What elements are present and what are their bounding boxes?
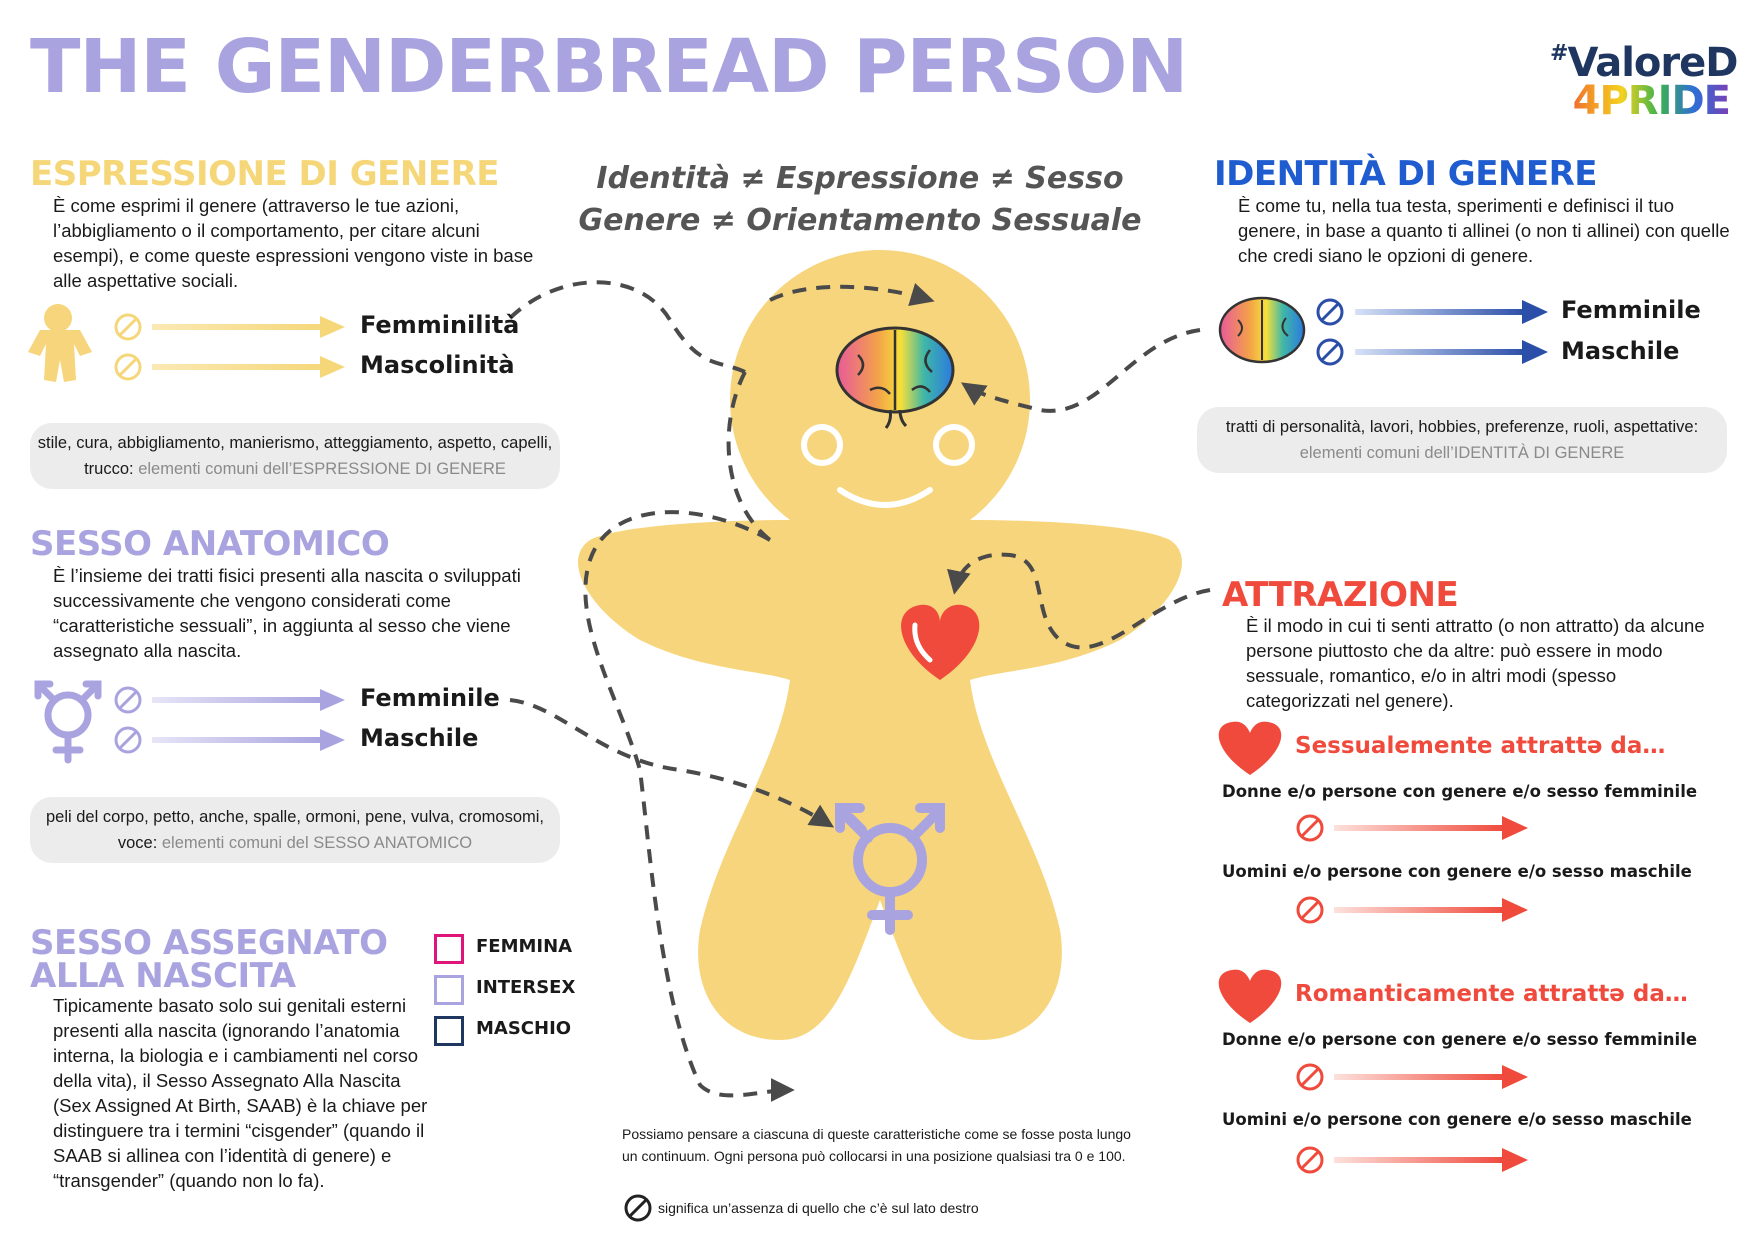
romanticamente-heading: Romanticamente attrattə da… [1295, 981, 1688, 1007]
heart-icon [901, 604, 980, 680]
transgender-symbol-icon [835, 803, 945, 935]
continuum-note: Possiamo pensare a ciascuna di queste ca… [622, 1126, 1131, 1164]
espressione-elements-pill: stile, cura, abbigliamento, manierismo, … [30, 423, 560, 489]
center-heading-line1: Identità ≠ Espressione ≠ Sesso [596, 161, 1124, 196]
espressione-row-mascolinita: Mascolinità [360, 351, 515, 379]
gingerbread-face [801, 424, 975, 508]
identita-elements-pill: tratti di personalità, lavori, hobbies, … [1197, 407, 1727, 473]
legend-maschio-swatch [434, 1016, 464, 1046]
attrazione-heart-icons [1218, 721, 1282, 1023]
espressione-description: È come esprimi il genere (attraverso le … [53, 195, 534, 291]
romantic-women-line: Donne e/o persone con genere e/o sesso f… [1222, 1030, 1698, 1049]
attrazione-arrows [1296, 814, 1528, 1174]
gingerbread-small-icon [28, 304, 92, 382]
romantic-men-line: Uomini e/o persone con genere e/o sesso … [1222, 1110, 1692, 1129]
sesso-anatomico-title: SESSO ANATOMICO [30, 524, 390, 564]
espressione-arrows [114, 313, 345, 381]
attrazione-title: ATTRAZIONE [1222, 575, 1459, 615]
identita-title: IDENTITÀ DI GENERE [1214, 154, 1598, 194]
attrazione-description: È il modo in cui ti senti attratto (o no… [1246, 615, 1705, 711]
sesso-anatomico-elements-pill: peli del corpo, petto, anche, spalle, or… [30, 797, 560, 863]
sessual-men-line: Uomini e/o persone con genere e/o sesso … [1222, 862, 1692, 881]
transgender-small-icon [34, 680, 102, 764]
espressione-row-femminilita: Femminilità [360, 311, 520, 339]
sessual-women-line: Donne e/o persone con genere e/o sesso f… [1222, 782, 1698, 801]
identita-arrows [1316, 298, 1548, 366]
sesso-assegnato-title: SESSO ASSEGNATO ALLA NASCITA [30, 923, 388, 996]
sesso-assegnato-description: Tipicamente basato solo sui genitali est… [53, 995, 428, 1191]
center-heading: Identità ≠ Espressione ≠ Sesso Genere ≠ … [560, 158, 1160, 242]
center-heading-line2: Genere ≠ Orientamento Sessuale [578, 203, 1142, 238]
sesso-anatomico-arrows [114, 686, 345, 754]
brain-small-icon [1218, 296, 1306, 364]
sessualmente-heading: Sessualemente attrattə da… [1295, 733, 1666, 759]
legend-femmina-swatch [434, 934, 464, 964]
absence-symbol-icon [624, 1194, 652, 1222]
absence-note: significa un’assenza di quello che c’è s… [658, 1200, 979, 1216]
identita-row-femminile: Femminile [1561, 296, 1701, 324]
page-title: THE GENDERBREAD PERSON [30, 24, 1188, 110]
sesso-anatomico-row-femminile: Femminile [360, 684, 500, 712]
dashed-connectors [508, 280, 1211, 1103]
sesso-anatomico-description: È l’insieme dei tratti fisici presenti a… [53, 565, 521, 661]
brain-icon [835, 326, 955, 429]
valored-logo: #ValoreD 4PRIDE [1550, 40, 1738, 124]
identita-description: È come tu, nella tua testa, sperimenti e… [1238, 195, 1730, 266]
espressione-title: ESPRESSIONE DI GENERE [30, 154, 500, 194]
legend-intersex-swatch [434, 975, 464, 1005]
identita-row-maschile: Maschile [1561, 337, 1680, 365]
sesso-anatomico-row-maschile: Maschile [360, 724, 479, 752]
